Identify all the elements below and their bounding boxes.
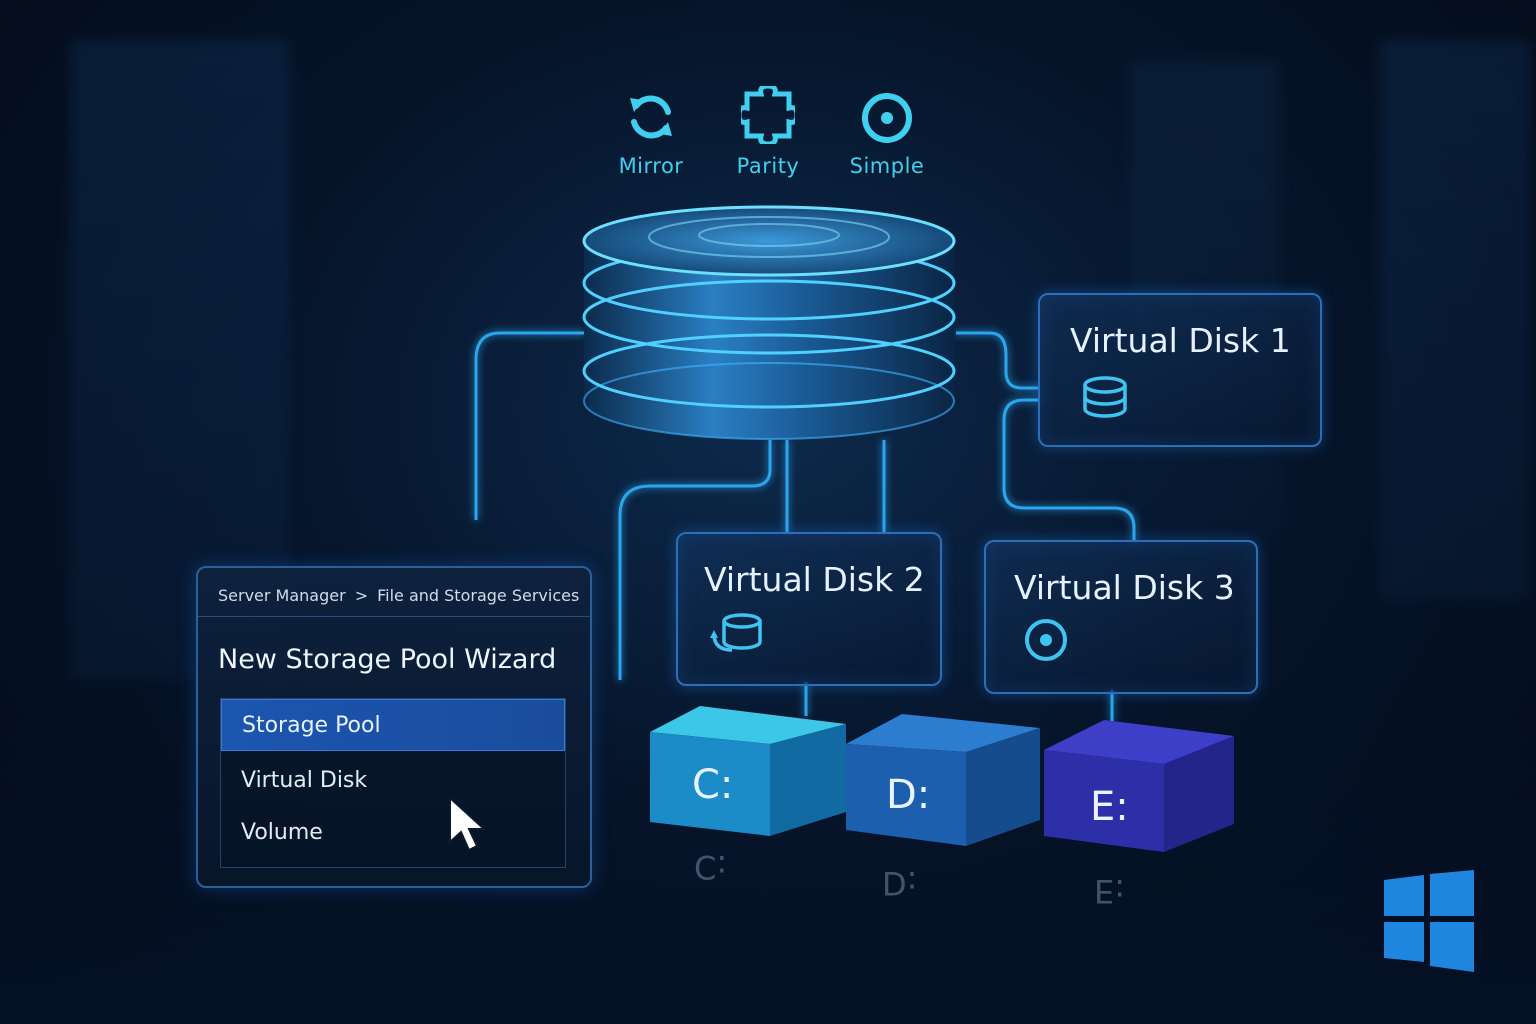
drive-c-cube (650, 706, 846, 836)
layout-simple[interactable]: Simple (832, 92, 942, 178)
refresh-arrows-icon (630, 95, 672, 139)
divider (198, 616, 590, 617)
wizard-title: New Storage Pool Wizard (218, 644, 557, 675)
wizard-item-virtual-disk[interactable]: Virtual Disk (241, 768, 368, 793)
background-rack-right (1380, 40, 1530, 600)
layout-mirror[interactable]: Mirror (596, 90, 706, 178)
wizard-item-volume[interactable]: Volume (241, 820, 323, 845)
virtual-disk-1-card[interactable]: Virtual Disk 1 (1038, 293, 1322, 447)
drive-d-label: D: (886, 772, 931, 818)
disk-sync-icon (710, 613, 762, 652)
drive-e-reflection: E: (1094, 872, 1125, 910)
drive-c-reflection: C: (694, 848, 728, 886)
breadcrumb-separator: > (354, 586, 369, 605)
mouse-cursor-icon (449, 796, 487, 852)
breadcrumb-file-storage-services[interactable]: File and Storage Services (377, 586, 580, 605)
virtual-disk-title: Virtual Disk 2 (704, 560, 925, 599)
drive-e-label: E: (1090, 784, 1129, 830)
layout-label: Mirror (618, 154, 684, 178)
virtual-disk-2-card[interactable]: Virtual Disk 2 (676, 532, 942, 686)
layout-label: Parity (736, 154, 800, 178)
layout-parity[interactable]: Parity (713, 83, 823, 178)
drive-c-label: C: (692, 762, 734, 808)
disk-stack-icon (1083, 376, 1127, 418)
breadcrumb-server-manager[interactable]: Server Manager (218, 586, 346, 605)
storage-pool-wizard-panel: Server Manager > File and Storage Services… (196, 566, 592, 888)
wizard-item-storage-pool[interactable]: Storage Pool (221, 699, 565, 751)
virtual-disk-title: Virtual Disk 1 (1070, 321, 1291, 360)
disc-icon (1025, 619, 1067, 661)
drive-e-cube (1044, 720, 1234, 852)
drive-d-cube (846, 714, 1040, 846)
windows-logo-icon (1384, 870, 1474, 972)
virtual-disk-3-card[interactable]: Virtual Disk 3 (984, 540, 1258, 694)
wizard-step-list: Storage Pool Virtual Disk Volume (220, 698, 566, 868)
breadcrumb: Server Manager > File and Storage Services (218, 586, 579, 605)
layout-label: Simple (849, 154, 925, 178)
storage-pool-cylinder[interactable] (582, 205, 956, 445)
disc-icon (862, 93, 912, 143)
virtual-disk-title: Virtual Disk 3 (1014, 568, 1235, 607)
drive-d-reflection: D: (882, 864, 918, 902)
